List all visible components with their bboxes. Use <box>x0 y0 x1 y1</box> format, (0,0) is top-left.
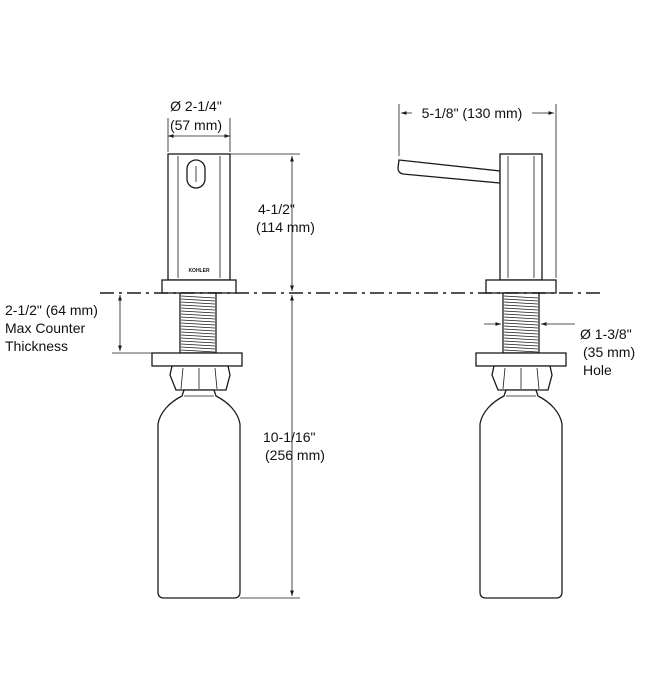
thread-line <box>503 340 539 344</box>
side-view <box>397 153 567 599</box>
hole-diameter-label: Ø 1-3/8" <box>580 326 632 342</box>
side-spout <box>397 159 501 184</box>
thread-line <box>180 307 216 311</box>
thread-line <box>503 331 539 335</box>
thread-line <box>503 313 539 317</box>
thread-line <box>503 295 539 299</box>
counter-thickness-caption-line1: Max Counter <box>5 320 85 336</box>
side-shank-threads <box>503 295 539 353</box>
base-diameter-dimension: Ø 2-1/4" (57 mm) <box>167 98 231 152</box>
thread-line <box>503 319 539 323</box>
thread-line <box>503 298 539 302</box>
side-soap-bottle <box>479 389 563 599</box>
thread-line <box>180 298 216 302</box>
thread-line <box>180 343 216 347</box>
thread-line <box>503 316 539 320</box>
thread-line <box>503 328 539 332</box>
spout-reach-dimension: 5-1/8" (130 mm) <box>398 102 557 278</box>
thread-line <box>503 322 539 326</box>
hole-diameter-metric-label: (35 mm) <box>583 344 635 360</box>
brand-mark: KOHLER <box>188 268 210 274</box>
side-hex-nut <box>491 365 553 391</box>
thread-line <box>180 313 216 317</box>
bottle-height-label: 10-1/16" <box>263 429 315 445</box>
thread-line <box>180 301 216 305</box>
thread-line <box>503 337 539 341</box>
thread-line <box>503 334 539 338</box>
pump-height-metric-label: (114 mm) <box>256 219 315 235</box>
bottle-height-dimension: 10-1/16" (256 mm) <box>240 295 325 599</box>
pump-height-dimension: 4-1/2" (114 mm) <box>230 153 315 291</box>
spout-reach-label: 5-1/8" (130 mm) <box>422 105 523 121</box>
side-mounting-washer <box>475 352 567 367</box>
thread-line <box>180 319 216 323</box>
base-diameter-metric-label: (57 mm) <box>170 117 222 133</box>
thread-line <box>180 346 216 350</box>
front-mounting-washer <box>151 352 243 367</box>
thread-line <box>180 325 216 329</box>
thread-line <box>503 343 539 347</box>
thread-line <box>503 310 539 314</box>
thread-line <box>180 316 216 320</box>
thread-line <box>180 328 216 332</box>
front-view: KOHLER <box>151 153 243 599</box>
hole-diameter-dimension: Ø 1-3/8" (35 mm) Hole <box>484 302 635 378</box>
thread-line <box>180 304 216 308</box>
thread-line <box>503 325 539 329</box>
thread-line <box>180 334 216 338</box>
thread-line <box>180 337 216 341</box>
side-base-flange <box>485 279 557 294</box>
front-base-flange <box>161 279 237 294</box>
thread-line <box>180 340 216 344</box>
thread-line <box>180 331 216 335</box>
counter-thickness-dimension: 2-1/2" (64 mm) Max Counter Thickness <box>5 295 152 354</box>
thread-line <box>180 295 216 299</box>
counter-thickness-caption-line2: Thickness <box>5 338 68 354</box>
thread-line <box>180 310 216 314</box>
thread-line <box>180 349 216 353</box>
thread-line <box>503 349 539 353</box>
side-pump-head <box>499 153 543 281</box>
front-shank-threads <box>180 295 216 353</box>
pump-height-label: 4-1/2" <box>258 201 295 217</box>
front-soap-bottle <box>157 389 241 599</box>
thread-line <box>180 322 216 326</box>
front-hex-nut <box>169 365 231 391</box>
thread-line <box>503 304 539 308</box>
bottle-height-metric-label: (256 mm) <box>265 447 325 463</box>
hole-caption: Hole <box>583 362 612 378</box>
thread-line <box>503 301 539 305</box>
thread-line <box>503 346 539 350</box>
counter-thickness-label: 2-1/2" (64 mm) <box>5 302 98 318</box>
thread-line <box>503 307 539 311</box>
base-diameter-label: Ø 2-1/4" <box>170 98 222 114</box>
